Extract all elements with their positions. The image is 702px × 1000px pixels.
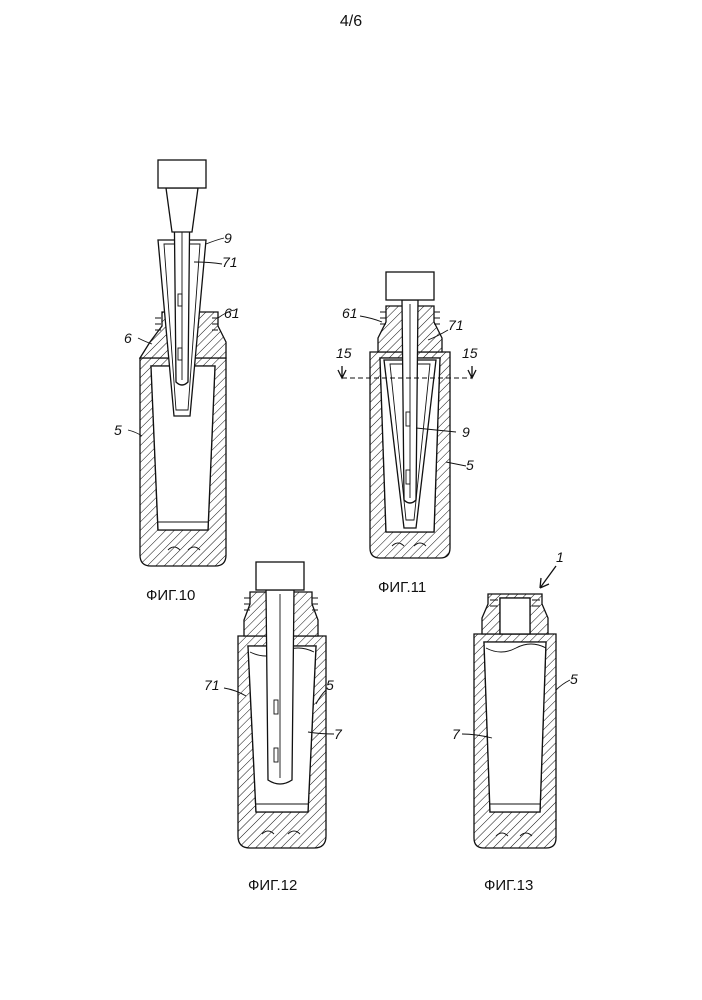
fig10-label-71: 71 xyxy=(222,254,238,270)
fig11-label-5: 5 xyxy=(466,457,474,473)
fig10-cap xyxy=(158,160,206,188)
fig13-label-7: 7 xyxy=(452,726,461,742)
fig11-label-15-right: 15 xyxy=(462,345,478,361)
fig10-label-61: 61 xyxy=(224,305,240,321)
fig12-label-71: 71 xyxy=(204,677,220,693)
fig13-arrow xyxy=(540,566,556,588)
fig13-label-5: 5 xyxy=(570,671,578,687)
figure-11: 61 71 15 15 9 5 ФИГ.11 xyxy=(336,272,478,596)
fig10-label-9: 9 xyxy=(224,230,232,246)
fig11-label-61: 61 xyxy=(342,305,358,321)
fig11-cap xyxy=(386,272,434,300)
fig10-caption: ФИГ.10 xyxy=(146,587,195,604)
fig11-label-9: 9 xyxy=(462,424,470,440)
fig13-caption: ФИГ.13 xyxy=(484,877,533,894)
fig11-label-71: 71 xyxy=(448,317,464,333)
fig12-label-7: 7 xyxy=(334,726,343,742)
fig10-label-6: 6 xyxy=(124,330,132,346)
fig11-caption: ФИГ.11 xyxy=(378,579,426,596)
fig12-caption: ФИГ.12 xyxy=(248,877,297,894)
fig10-label-5: 5 xyxy=(114,422,122,438)
figure-12: 71 5 7 ФИГ.12 xyxy=(204,562,343,894)
fig12-cap xyxy=(256,562,304,590)
page-number: 4/6 xyxy=(340,13,362,30)
fig12-label-5: 5 xyxy=(326,677,334,693)
figure-13: 1 5 7 ФИГ.13 xyxy=(452,549,578,894)
fig11-label-15-left: 15 xyxy=(336,345,352,361)
figure-10: 9 71 61 6 5 ФИГ.10 xyxy=(114,160,240,604)
fig13-bottle-cavity xyxy=(484,642,546,812)
fig13-label-1: 1 xyxy=(556,549,564,565)
